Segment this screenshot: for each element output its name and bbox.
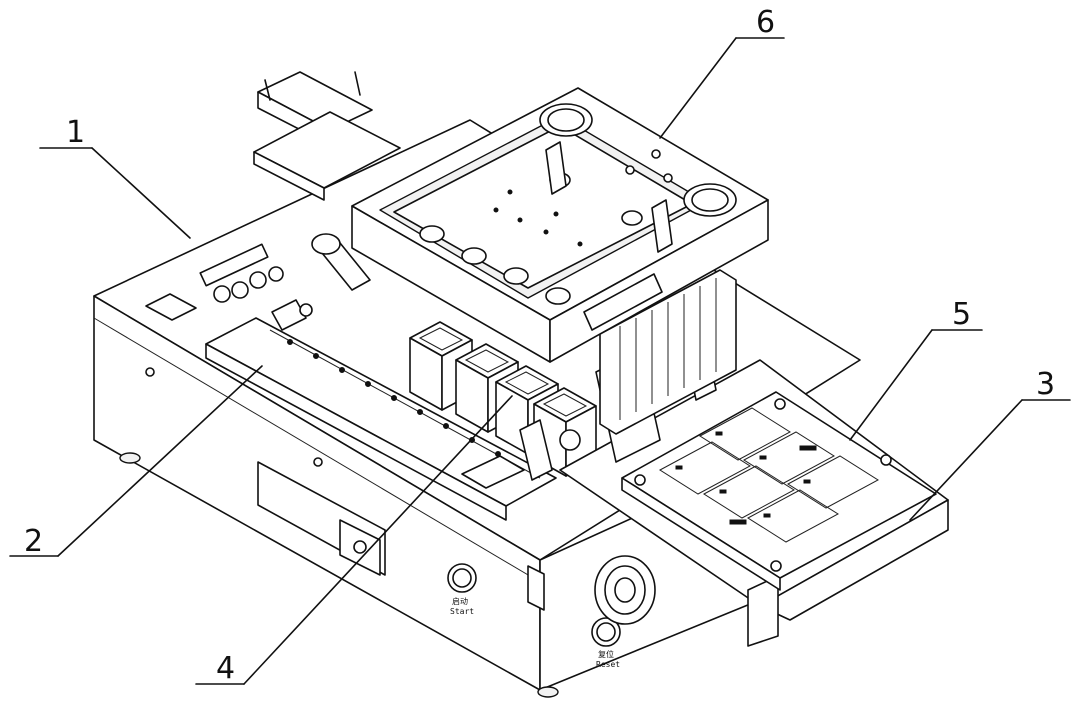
emergency-stop-knob [594,555,656,625]
pneumatic-cylinder [311,233,371,291]
foot [537,686,559,698]
callout-5-label: 5 [952,297,971,332]
air-fittings [199,243,284,303]
pcb-components [634,398,892,572]
callout-3: 3 [909,367,1071,521]
callout-3-label: 3 [1036,367,1055,402]
clip-bracket [519,419,581,481]
deck-slot [145,293,197,321]
callout-1: 1 [39,115,191,239]
side-latch [527,565,545,611]
label-plate [583,273,663,331]
callout-4-label: 4 [216,651,235,686]
top-press-fixture [253,87,769,435]
reset-label-cn: 复位 [598,649,614,659]
callout-5: 5 [849,297,983,441]
cooling-fins [599,269,737,435]
callout-4: 4 [195,395,513,686]
callout-6: 6 [659,5,785,139]
callout-1-label: 1 [66,115,85,150]
foot [119,452,141,464]
rear-components [199,71,373,331]
start-label: Start [450,607,474,616]
callout-2: 2 [9,365,263,559]
callout-2-label: 2 [24,524,43,559]
reset-button: 复位 Reset [591,617,621,669]
callout-6-label: 6 [756,5,775,40]
reset-label: Reset [596,660,620,669]
round-ports [539,103,737,217]
start-button: 启动 Start [447,563,477,616]
start-label-cn: 启动 [452,596,468,606]
sliding-tray-assembly [559,347,949,647]
linear-rail-plate [205,317,557,521]
